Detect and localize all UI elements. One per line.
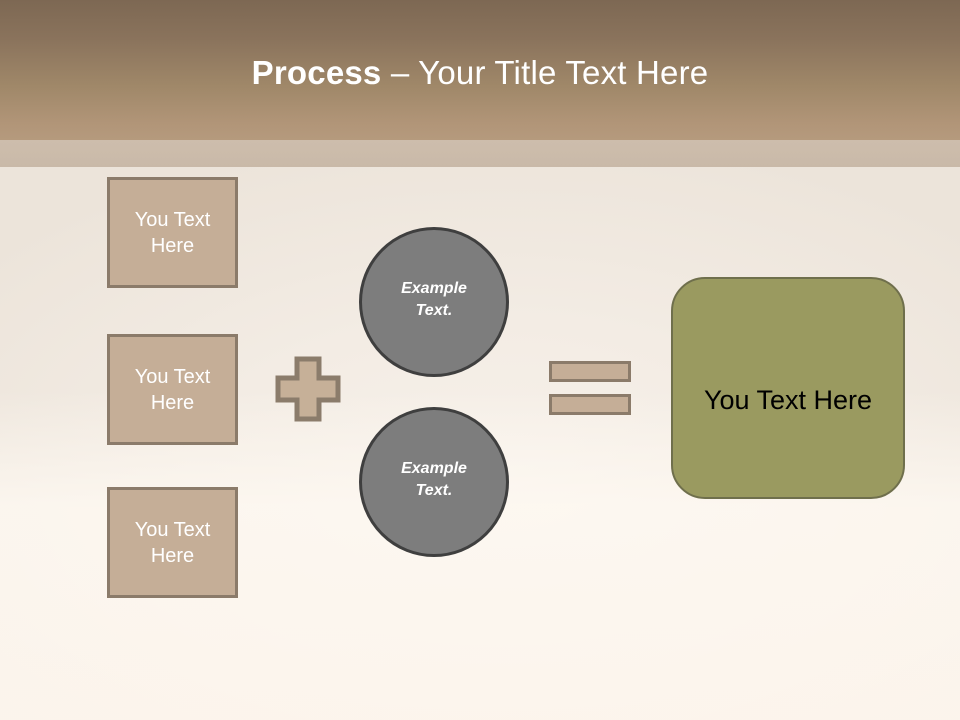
header-accent-strip: [0, 140, 960, 167]
process-circle-2-line2: Text.: [415, 482, 453, 499]
page-title-emphasis: Process: [251, 54, 382, 91]
input-box-1-label: You Text Here: [134, 208, 211, 257]
slide-header-bar: [0, 0, 960, 140]
process-circle-2-line1: Example: [401, 460, 467, 477]
page-title-rest: – Your Title Text Here: [381, 54, 709, 91]
process-circle-2[interactable]: Example Text.: [359, 407, 509, 557]
process-circle-2-label: Example Text.: [401, 458, 467, 502]
equals-sign-icon: [549, 361, 631, 415]
result-box-label: You Text Here: [703, 385, 873, 415]
plus-sign-icon: [275, 356, 341, 422]
equals-bar-top: [549, 361, 631, 382]
input-box-2[interactable]: You Text Here: [107, 334, 238, 445]
page-title: Process – Your Title Text Here: [0, 53, 960, 93]
process-circle-1-line1: Example: [401, 280, 467, 297]
input-box-3-label: You Text Here: [134, 518, 211, 567]
input-box-1[interactable]: You Text Here: [107, 177, 238, 288]
result-box[interactable]: You Text Here: [671, 277, 905, 499]
input-box-3[interactable]: You Text Here: [107, 487, 238, 598]
input-box-2-label: You Text Here: [134, 365, 211, 414]
process-circle-1-label: Example Text.: [401, 278, 467, 322]
process-circle-1-line2: Text.: [415, 302, 453, 319]
equals-bar-bottom: [549, 394, 631, 415]
process-circle-1[interactable]: Example Text.: [359, 227, 509, 377]
